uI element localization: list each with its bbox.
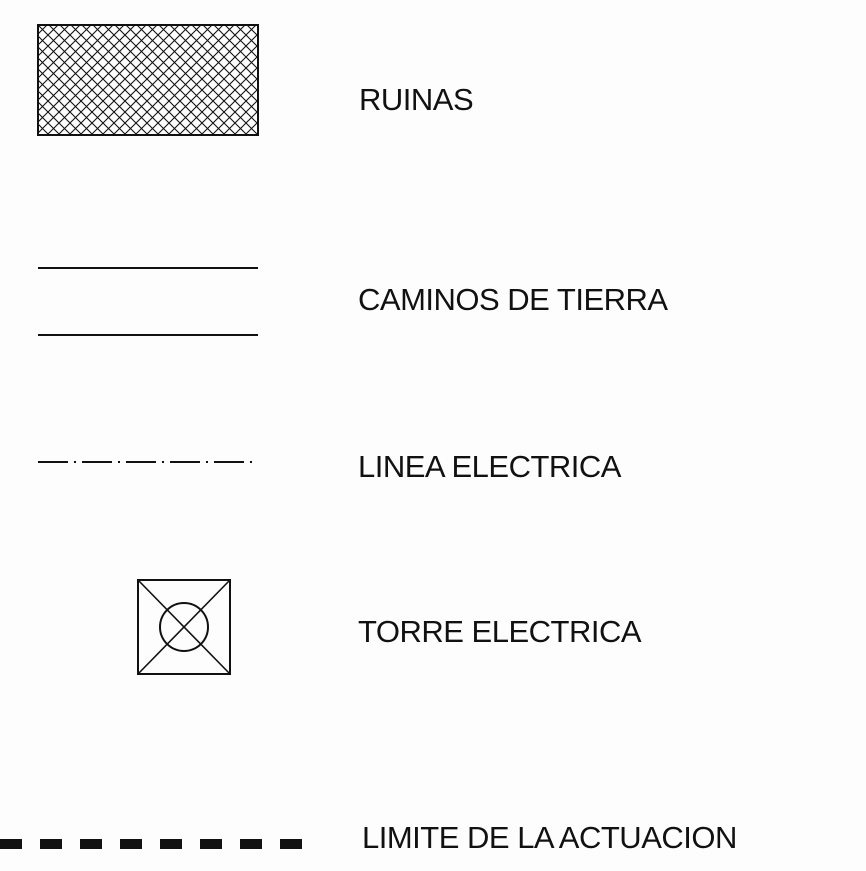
legend-label-caminos-de-tierra: CAMINOS DE TIERRA	[358, 282, 668, 317]
legend-label-torre-electrica: TORRE ELECTRICA	[358, 614, 642, 649]
crossed-square-circle-icon	[137, 579, 231, 675]
crosshatch-rectangle-icon	[37, 24, 259, 136]
legend-label-linea-electrica: LINEA ELECTRICA	[358, 449, 621, 484]
dash-dot-line-icon	[38, 461, 258, 463]
legend-label-limite-de-la-actuacion: LIMITE DE LA ACTUACION	[362, 820, 737, 855]
thick-dashed-line-icon	[0, 839, 318, 849]
double-solid-line-icon	[38, 267, 258, 336]
legend-label-ruinas: RUINAS	[359, 82, 474, 117]
